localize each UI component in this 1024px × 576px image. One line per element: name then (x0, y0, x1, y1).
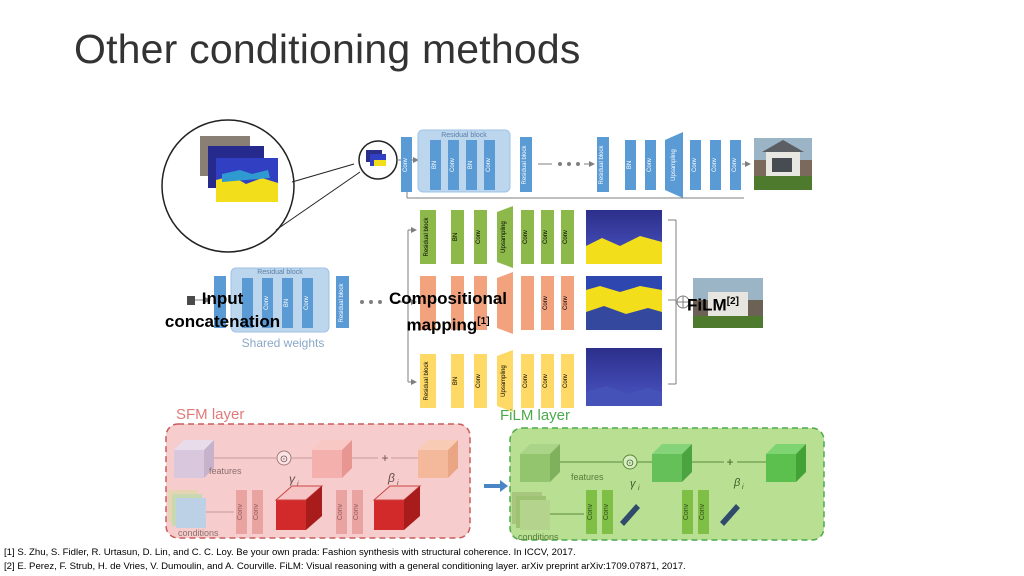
svg-text:BN: BN (453, 377, 459, 385)
svg-text:Conv: Conv (543, 374, 549, 388)
svg-text:Conv: Conv (253, 503, 260, 520)
svg-text:Conv: Conv (712, 158, 718, 172)
svg-text:Conv: Conv (732, 158, 738, 172)
svg-text:Conv: Conv (543, 296, 549, 310)
film-label: FiLM[2] (687, 295, 739, 315)
slide-title: Other conditioning methods (74, 26, 581, 72)
svg-text:Conv: Conv (353, 503, 360, 520)
svg-text:BN: BN (432, 161, 438, 169)
svg-text:β: β (733, 477, 741, 489)
panel-arrow (484, 480, 508, 492)
svg-text:Conv: Conv (523, 230, 529, 244)
input-concatenation-label: Input concatenation (164, 289, 281, 331)
shared-weights-block: Residual block Conv BN Conv Residual blo… (187, 267, 382, 350)
svg-text:Conv: Conv (699, 503, 706, 520)
svg-text:SFM layer: SFM layer (176, 406, 244, 423)
svg-text:features: features (571, 472, 604, 482)
svg-text:Upsampling: Upsampling (671, 149, 677, 181)
svg-text:Conv: Conv (647, 158, 653, 172)
svg-text:conditions: conditions (518, 532, 559, 542)
branch-connectors (392, 219, 677, 385)
svg-text:BN: BN (627, 161, 633, 169)
branch-yellow: Residual block BN Conv Upsampling Conv C… (420, 348, 662, 412)
svg-text:Conv: Conv (450, 158, 456, 172)
svg-text:Residual block: Residual block (599, 144, 605, 184)
sfm-layer-panel: SFM layer features ⊙ γ i + β i condition… (165, 406, 471, 539)
svg-text:Residual block: Residual block (522, 144, 528, 184)
svg-text:i: i (638, 485, 640, 492)
svg-text:Conv: Conv (476, 230, 482, 244)
svg-text:Conv: Conv (486, 158, 492, 172)
references: [1] S. Zhu, S. Fidler, R. Urtasun, D. Li… (4, 546, 686, 574)
input-maps-zoom-circle (161, 119, 398, 253)
composed-output-photo (676, 278, 763, 328)
svg-text:⊙: ⊙ (626, 458, 634, 469)
svg-text:Conv: Conv (403, 158, 409, 172)
svg-text:FiLM layer: FiLM layer (500, 407, 570, 424)
branch-green: Residual block BN Conv Upsampling Conv C… (420, 206, 662, 268)
film-layer-panel: FiLM layer features ⊙ γ i + β i conditio… (500, 407, 825, 542)
svg-text:Conv: Conv (523, 374, 529, 388)
svg-text:BN: BN (453, 233, 459, 241)
svg-text:β: β (387, 471, 395, 485)
svg-text:Conv: Conv (237, 503, 244, 520)
svg-text:i: i (297, 481, 299, 488)
svg-text:features: features (209, 466, 242, 476)
compositional-mapping-label: Compositional mapping[1] (388, 289, 508, 335)
svg-text:Upsampling: Upsampling (501, 221, 507, 253)
top-pipeline: Conv Residual block BN Conv BN Conv Resi… (397, 129, 812, 199)
svg-text:Residual block: Residual block (257, 269, 303, 276)
svg-text:conditions: conditions (178, 528, 219, 538)
svg-text:Conv: Conv (563, 374, 569, 388)
svg-text:+: + (381, 451, 388, 465)
svg-text:Conv: Conv (603, 503, 610, 520)
svg-text:Residual block: Residual block (339, 282, 345, 322)
svg-text:+: + (726, 455, 733, 469)
svg-text:⊙: ⊙ (280, 454, 288, 465)
svg-text:BN: BN (284, 299, 290, 307)
svg-text:Upsampling: Upsampling (501, 365, 507, 397)
svg-text:γ: γ (289, 472, 296, 486)
reference-1: [1] S. Zhu, S. Fidler, R. Urtasun, D. Li… (4, 547, 576, 558)
shared-weights-label: Shared weights (242, 336, 325, 350)
svg-text:Conv: Conv (587, 503, 594, 520)
svg-text:Conv: Conv (337, 503, 344, 520)
branch-orange: Conv Conv (420, 272, 662, 334)
svg-text:Conv: Conv (563, 230, 569, 244)
svg-text:γ: γ (630, 478, 637, 490)
svg-text:Residual block: Residual block (441, 132, 487, 139)
svg-text:BN: BN (468, 161, 474, 169)
svg-text:Conv: Conv (543, 230, 549, 244)
output-house-photo-top (754, 138, 812, 190)
svg-text:Conv: Conv (692, 158, 698, 172)
reference-2: [2] E. Perez, F. Strub, H. de Vries, V. … (4, 561, 686, 572)
svg-text:i: i (397, 480, 399, 487)
svg-text:Conv: Conv (683, 503, 690, 520)
svg-text:Conv: Conv (563, 296, 569, 310)
svg-text:Conv: Conv (304, 296, 310, 310)
svg-text:Residual block: Residual block (424, 216, 430, 256)
svg-text:Conv: Conv (476, 374, 482, 388)
svg-text:Conv: Conv (264, 296, 270, 310)
svg-text:i: i (742, 484, 744, 491)
svg-text:Residual block: Residual block (424, 360, 430, 400)
